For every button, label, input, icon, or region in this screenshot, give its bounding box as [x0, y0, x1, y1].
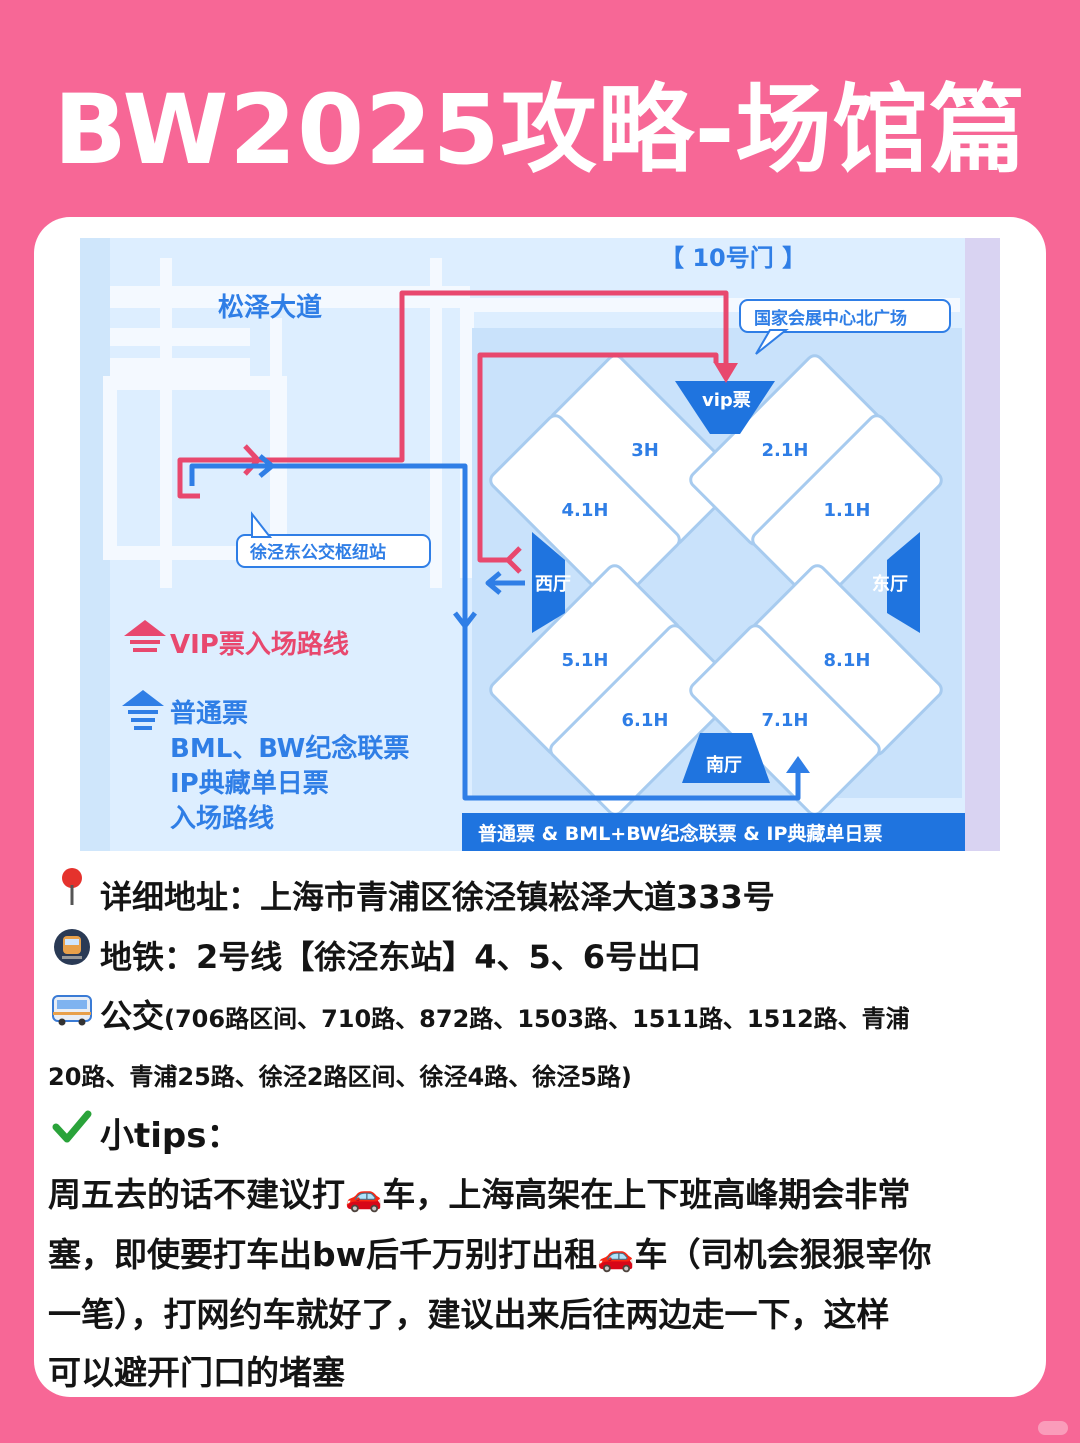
- page-title: BW2025攻略-场馆篇: [53, 74, 1027, 186]
- bus-station-bubble: [236, 534, 431, 568]
- vip-arrow-head: [714, 363, 738, 383]
- watermark: [1038, 1421, 1068, 1435]
- address-line: 详细地址：上海市青浦区徐泾镇崧泽大道333号: [48, 867, 1038, 927]
- metro-icon: [48, 927, 96, 987]
- legend-general-line-4: 入场路线: [170, 803, 274, 834]
- bus-detail-1: (706路区间、710路、872路、1503路、1511路、1512路、青浦: [164, 1005, 910, 1033]
- hall-label-7-1h: 7.1H: [762, 710, 809, 731]
- tips-line-3: 一笔），打网约车就好了，建议出来后往两边走一下，这样: [48, 1295, 890, 1334]
- south-hall-label: 南厅: [706, 754, 742, 776]
- hall-label-8-1h: 8.1H: [824, 650, 871, 671]
- tips-line-1b: 车，上海高架在上下班高峰期会非常: [382, 1175, 911, 1214]
- general-arrow-head: [786, 756, 810, 773]
- legend-general-line-2: BML、BW纪念联票: [170, 733, 409, 764]
- bus-detail-2: 20路、青浦25路、徐泾2路区间、徐泾4路、徐泾5路): [48, 1063, 632, 1091]
- tips-header: 小tips：: [48, 1106, 1038, 1166]
- west-hall-label: 西厅: [535, 574, 571, 595]
- south-hall-shape: [682, 733, 770, 783]
- bus-icon: [48, 989, 96, 1047]
- hall-6-1h: [549, 624, 741, 816]
- hall-label-2-1h: 2.1H: [762, 440, 809, 461]
- tips-line-2a: 塞，即使要打车出bw后千万别打出租: [48, 1235, 598, 1274]
- hall-label-6-1h: 6.1H: [622, 710, 669, 731]
- west-hall-shape: [532, 532, 565, 633]
- tips-line-4: 可以避开门口的堵塞: [48, 1353, 345, 1392]
- car-icon: 🚗: [345, 1179, 383, 1214]
- bus-station-label: 徐泾东公交枢纽站: [249, 542, 386, 563]
- general-legend-icon: [122, 690, 164, 730]
- hall-label-3h: 3H: [631, 440, 659, 461]
- tips-line-1: 周五去的话不建议打🚗车，上海高架在上下班高峰期会非常: [48, 1166, 1038, 1226]
- tips-label: 小tips：: [100, 1116, 241, 1156]
- hall-label-1-1h: 1.1H: [824, 500, 871, 521]
- legend-vip-label: VIP票入场路线: [170, 629, 349, 660]
- hall-label-4-1h: 4.1H: [562, 500, 609, 521]
- venue-map-svg: 松泽大道 【 10号门 】 国家会展中心北广场 徐泾东公交枢纽站 vip票 3H…: [80, 238, 1000, 851]
- bus-line: 公交(706路区间、710路、872路、1503路、1511路、1512路、青浦: [48, 987, 1038, 1048]
- vip-route: [177, 290, 729, 574]
- north-plaza-bubble-tail: [755, 329, 789, 355]
- pin-icon: [48, 867, 96, 927]
- north-plaza-label: 国家会展中心北广场: [754, 308, 907, 329]
- bottom-bar-label: 普通票 & BML+BW纪念联票 & IP典藏单日票: [478, 822, 882, 845]
- tips-line-2: 塞，即使要打车出bw后千万别打出租🚗车（司机会狠狠宰你: [48, 1226, 1038, 1286]
- bus-station-bubble-tail: [251, 511, 273, 538]
- bottom-bar: [462, 813, 965, 851]
- legend-general-line-3: IP典藏单日票: [170, 769, 329, 799]
- north-plaza-bubble: [739, 299, 951, 333]
- hall-label-5-1h: 5.1H: [562, 650, 609, 671]
- address-text: 详细地址：上海市青浦区徐泾镇崧泽大道333号: [100, 878, 775, 916]
- road-name-label: 松泽大道: [218, 292, 322, 323]
- legend-general-line-1: 普通票: [170, 698, 248, 729]
- east-hall-shape: [887, 532, 920, 633]
- metro-text: 地铁：2号线【徐泾东站】4、5、6号出口: [100, 938, 702, 976]
- bus-label: 公交: [100, 997, 165, 1035]
- east-hall-label: 东厅: [872, 573, 908, 595]
- venue-map: 松泽大道 【 10号门 】 国家会展中心北广场 徐泾东公交枢纽站 vip票 3H…: [80, 238, 1000, 851]
- halls: [489, 354, 943, 816]
- info-section: 详细地址：上海市青浦区徐泾镇崧泽大道333号 地铁：2号线【徐泾东站】4、5、6…: [48, 867, 1038, 1397]
- tips-line-2b: 车（司机会狠狠宰你: [634, 1235, 932, 1274]
- content-card: 松泽大道 【 10号门 】 国家会展中心北广场 徐泾东公交枢纽站 vip票 3H…: [34, 217, 1046, 1397]
- hall-4-1h: [489, 414, 681, 606]
- vip-legend-icon: [124, 620, 166, 652]
- tips-line-1a: 周五去的话不建议打: [48, 1175, 345, 1214]
- check-icon: [48, 1106, 96, 1166]
- vip-entrance-label: vip票: [702, 390, 751, 411]
- general-route: [189, 454, 801, 801]
- gate-label: 【 10号门 】: [660, 244, 806, 272]
- map-right-edge: [965, 238, 1000, 851]
- hall-1-1h: [751, 414, 943, 606]
- metro-line: 地铁：2号线【徐泾东站】4、5、6号出口: [48, 927, 1038, 987]
- vip-lobby-shape: [675, 381, 775, 434]
- tips-body: 周五去的话不建议打🚗车，上海高架在上下班高峰期会非常 塞，即使要打车出bw后千万…: [48, 1166, 1038, 1397]
- car-icon: 🚗: [597, 1239, 635, 1274]
